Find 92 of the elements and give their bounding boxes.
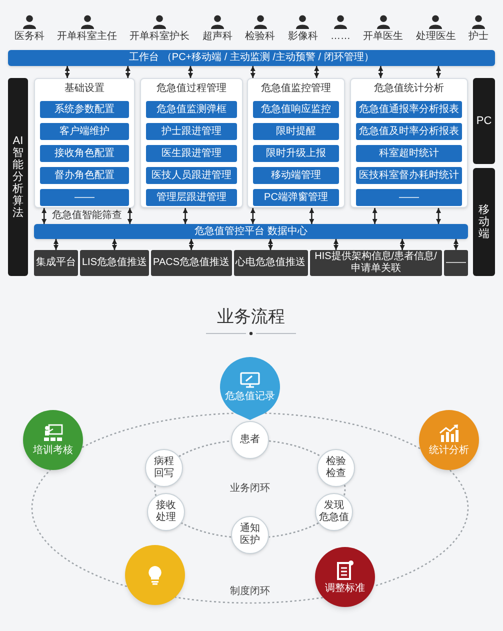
module-item: 医技科室督办耗时统计: [356, 167, 462, 184]
flow-label: 危急值智能筛查: [51, 210, 123, 222]
side-label: PC: [476, 114, 492, 128]
double-arrow: [250, 208, 256, 224]
side-bar: [473, 78, 495, 164]
role-label: 开单科室护长: [130, 31, 190, 43]
panel-heading: 危急值监控管理: [260, 82, 332, 96]
module-panel: [247, 78, 345, 208]
module-panel: [34, 78, 135, 208]
circle-label: 统计分析: [429, 444, 469, 456]
source-tag: ——: [444, 250, 468, 276]
side-bar: [473, 168, 495, 276]
panel-heading: 基础设置: [64, 82, 106, 96]
dotted-connector: [268, 522, 319, 538]
module-item: 限时升级上报: [253, 145, 339, 162]
source-tag: 心电危急值推送: [234, 250, 308, 276]
double-arrow: [334, 239, 338, 250]
module-item: 系统参数配置: [40, 101, 129, 118]
double-arrow: [64, 66, 70, 78]
double-arrow: [127, 208, 132, 224]
double-arrow: [378, 66, 384, 78]
module-item: 接收角色配置: [40, 145, 129, 162]
location-pin: [220, 357, 280, 420]
module-item: 客户端维护: [40, 123, 129, 140]
dotted-connector: [264, 412, 421, 450]
module-item: 科室超时统计: [356, 145, 462, 162]
role-label: ……: [330, 31, 350, 43]
module-item: 移动端管理: [253, 167, 339, 184]
workbench-bar: 工作台 （PC+移动端 / 主动监测 /主动预警 / 闭环管理）: [8, 50, 495, 66]
dotted-connector: [174, 596, 324, 604]
double-arrow: [112, 239, 117, 250]
pin-label: 危急值记录: [225, 390, 275, 402]
source-tag: LIS危急值推送: [80, 250, 150, 276]
module-item: 管理层跟进管理: [146, 189, 237, 206]
double-arrow: [268, 239, 273, 250]
source-tag: HIS提供架构信息/患者信息/申请单关联: [310, 250, 442, 276]
role-label: 超声科: [202, 31, 232, 43]
dotted-connector: [82, 412, 236, 448]
double-arrow: [314, 66, 320, 78]
double-arrow: [400, 239, 405, 250]
circle-label: 培训考核: [33, 444, 73, 456]
loop-label: 业务闭环: [229, 482, 271, 496]
double-arrow: [309, 208, 314, 224]
module-item: 医生跟进管理: [146, 145, 237, 162]
panel-heading: 危急值过程管理: [156, 82, 228, 96]
module-item: 危急值及时率分析报表: [356, 123, 462, 140]
module-item: 护士跟进管理: [146, 123, 237, 140]
side-bar: [8, 78, 28, 276]
module-item: PC端弹窗管理: [253, 189, 339, 206]
double-arrow: [454, 239, 458, 250]
dotted-connector: [343, 484, 346, 496]
double-arrow: [188, 66, 193, 78]
module-item: 危急值通报率分析报表: [356, 101, 462, 118]
loop-label: 制度闭环: [229, 585, 271, 599]
dotted-connector: [178, 440, 232, 457]
role-label: 处理医生: [416, 31, 456, 43]
panel-heading: 危急值统计分析: [373, 82, 445, 96]
module-item: ——: [356, 189, 462, 206]
double-arrow: [42, 208, 47, 224]
double-arrow: [372, 208, 378, 224]
role-label: 护士: [468, 31, 489, 43]
module-item: 督办角色配置: [40, 167, 129, 184]
role-label: 影像科: [288, 31, 318, 43]
double-arrow: [125, 66, 130, 78]
role-label: 检验科: [245, 31, 276, 43]
double-arrow: [188, 239, 194, 250]
double-arrow: [54, 239, 58, 250]
double-arrow: [182, 208, 188, 224]
module-item: 限时提醒: [253, 123, 339, 140]
role-label: 开单科室主任: [57, 31, 118, 43]
dotted-connector: [31, 469, 128, 588]
module-item: ——: [40, 189, 129, 206]
double-arrow: [250, 66, 256, 78]
source-tag: PACS危急值推送: [151, 250, 232, 276]
dotted-connector: [181, 522, 232, 538]
double-arrow: [436, 208, 441, 224]
platform-bar: 危急值管控平台 数据中心: [34, 224, 468, 239]
dotted-connector: [268, 440, 322, 457]
module-item: 医技人员跟进管理: [146, 167, 237, 184]
dotted-connector: [374, 470, 469, 587]
side-label: AI智能分析算法: [12, 134, 24, 220]
role-label: 开单医生: [363, 31, 404, 43]
double-arrow: [436, 66, 441, 78]
module-panel: [140, 78, 243, 208]
role-label: 医务科: [14, 31, 44, 43]
module-panel: [350, 78, 468, 208]
module-item: 危急值监测弹框: [146, 101, 237, 118]
side-label: 移动端: [478, 204, 490, 240]
circle-label: 调整标准: [325, 582, 365, 594]
module-item: 危急值响应监控: [253, 101, 339, 118]
source-tag: 集成平台: [34, 250, 78, 276]
section-title: 业务流程: [216, 306, 286, 328]
